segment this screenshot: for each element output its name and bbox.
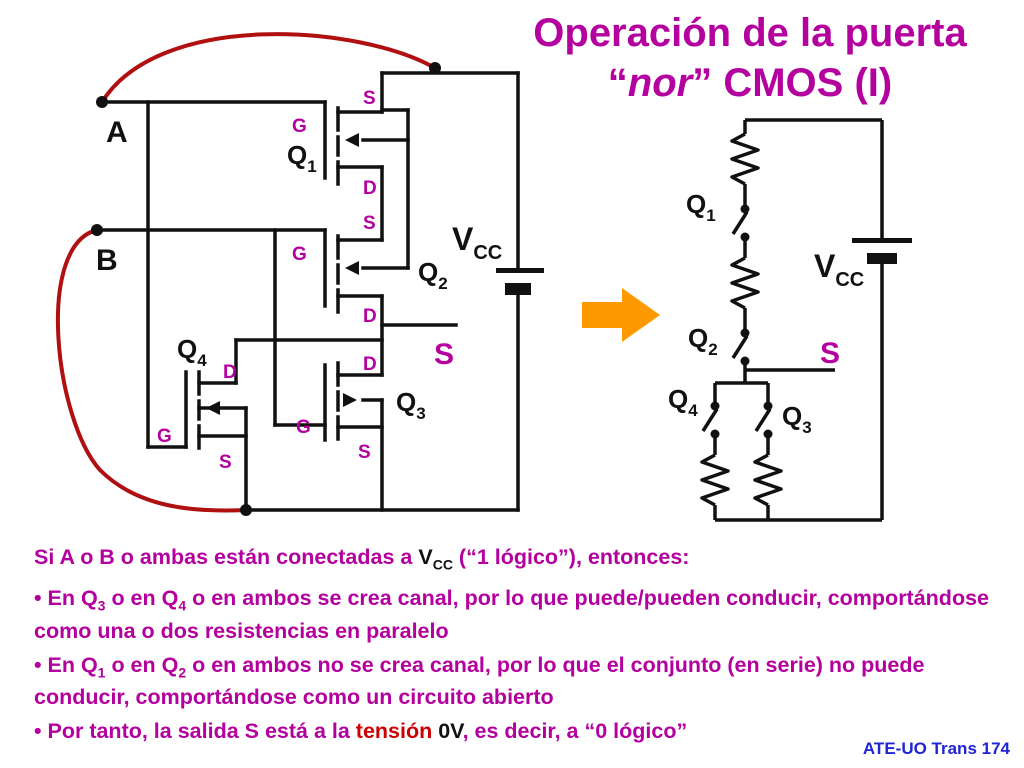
output-s-label-left: S bbox=[434, 338, 454, 371]
equivalent-circuit bbox=[700, 118, 884, 522]
equivalence-arrow-icon bbox=[582, 288, 660, 342]
resistor-1 bbox=[730, 132, 760, 186]
q4-source-label: S bbox=[219, 452, 232, 473]
q3-source-label: S bbox=[358, 442, 371, 463]
transistor-arrows bbox=[206, 133, 359, 415]
explanation-text: Si A o B o ambas están conectadas a VCC … bbox=[34, 545, 1009, 753]
eq-q3-label: Q3 bbox=[782, 401, 812, 437]
vcc-label-right: VCC bbox=[814, 248, 864, 291]
eq-q1-label: Q1 bbox=[686, 189, 716, 225]
q1-drain-label: D bbox=[363, 178, 377, 199]
q1-gate-label: G bbox=[292, 116, 307, 137]
q4-label: Q4 bbox=[177, 334, 207, 370]
q1-source-label: S bbox=[363, 88, 376, 109]
vcc-battery-right bbox=[852, 238, 912, 264]
input-a-label: A bbox=[106, 116, 128, 149]
resistor-2 bbox=[730, 256, 760, 310]
eq-q2-label: Q2 bbox=[688, 323, 718, 359]
q3-label: Q3 bbox=[396, 387, 426, 423]
bullet-q3-q4: • En Q3 o en Q4 o en ambos se crea canal… bbox=[34, 586, 989, 643]
input-a-wire bbox=[100, 32, 437, 104]
title-rest: ” CMOS (I) bbox=[692, 61, 893, 105]
q1-label: Q1 bbox=[287, 140, 317, 176]
slide-title: Operación de la puerta “nor” CMOS (I) bbox=[470, 8, 1024, 108]
q2-gate-label: G bbox=[292, 244, 307, 265]
eq-q4-label: Q4 bbox=[668, 384, 698, 420]
cmos-wiring bbox=[95, 71, 520, 512]
vcc-battery-left bbox=[496, 268, 544, 295]
q4-drain-label: D bbox=[223, 362, 237, 383]
resistor-4 bbox=[700, 453, 730, 507]
title-open-quote: “ bbox=[607, 61, 628, 105]
bullet-q1-q2: • En Q1 o en Q2 o en ambos no se crea ca… bbox=[34, 652, 925, 709]
slide-footer: ATE-UO Trans 174 bbox=[862, 739, 1010, 758]
bullet-conclusion: • Por tanto, la salida S está a la tensi… bbox=[34, 718, 688, 743]
input-wires bbox=[55, 32, 437, 513]
q4-gate-label: G bbox=[157, 426, 172, 447]
input-b-label: B bbox=[96, 244, 118, 277]
circuit-diagram: A B S G D S G D D G S D G S Q1 Q2 Q3 Q4 … bbox=[55, 32, 912, 522]
q2-drain-label: D bbox=[363, 306, 377, 327]
switch-contacts bbox=[710, 204, 773, 439]
resistor-3 bbox=[753, 453, 783, 507]
output-s-label-right: S bbox=[820, 337, 840, 370]
input-b-wire bbox=[55, 228, 248, 513]
vcc-label-left: VCC bbox=[452, 221, 502, 264]
title-line-1: Operación de la puerta bbox=[533, 11, 967, 55]
q2-label: Q2 bbox=[418, 257, 448, 293]
title-line-2: “nor” CMOS (I) bbox=[470, 58, 1024, 108]
connection-dots bbox=[91, 62, 441, 516]
intro-paragraph: Si A o B o ambas están conectadas a VCC … bbox=[34, 545, 690, 573]
title-italic-nor: nor bbox=[627, 61, 693, 105]
q3-gate-label: G bbox=[296, 417, 311, 438]
q2-source-label: S bbox=[363, 213, 376, 234]
q3-drain-label: D bbox=[363, 354, 377, 375]
